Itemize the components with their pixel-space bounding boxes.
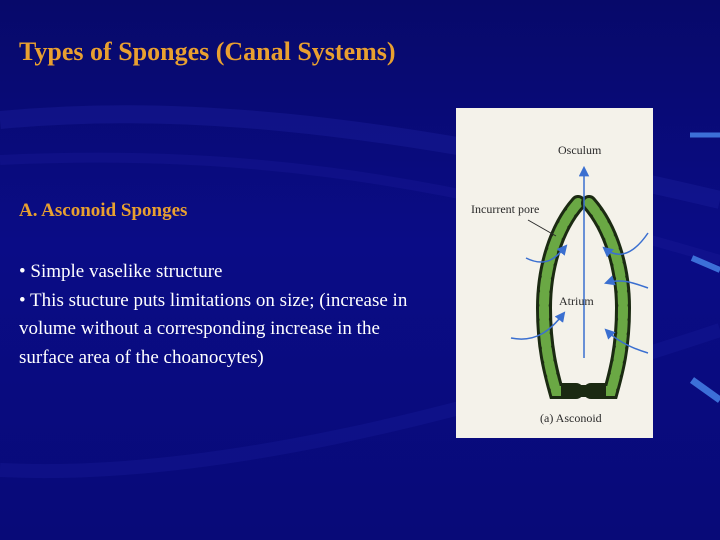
incurrent-arrow (510, 311, 566, 340)
asconoid-diagram: Osculum Incurrent pore Atrium (a) Ascono… (456, 108, 653, 438)
label-atrium: Atrium (559, 294, 594, 308)
label-osculum: Osculum (558, 143, 602, 157)
figure-caption: (a) Asconoid (540, 411, 602, 425)
incurrent-arrow (604, 275, 649, 289)
bullet-list: • Simple vaselike structure • This stuct… (19, 258, 429, 372)
bullet-item: • Simple vaselike structure (19, 261, 223, 282)
incurrent-arrow (604, 328, 649, 354)
incurrent-arrow (602, 232, 649, 258)
label-incurrent-pore: Incurrent pore (471, 202, 540, 216)
asconoid-sponge-illustration (510, 165, 649, 399)
bullet-item: • This stucture puts limitations on size… (19, 289, 408, 368)
slide-title: Types of Sponges (Canal Systems) (19, 37, 396, 66)
pore-leader-line (527, 219, 557, 237)
incurrent-arrow (525, 244, 568, 263)
section-heading: A. Asconoid Sponges (19, 200, 188, 221)
